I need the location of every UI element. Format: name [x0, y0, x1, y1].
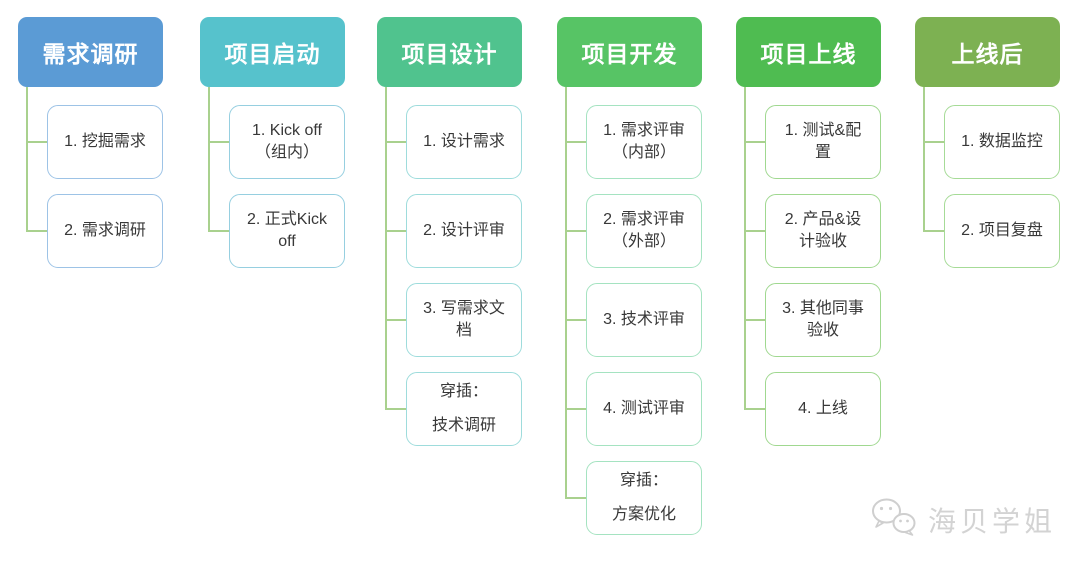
- branch-connector-line: [387, 230, 406, 232]
- stage-header-requirement-research: 需求调研: [18, 17, 163, 87]
- branch-connector-line: [746, 319, 765, 321]
- branch-connector-line: [925, 230, 944, 232]
- task-box: 2. 产品&设 计验收: [765, 194, 881, 268]
- watermark-text: 海贝学姐: [927, 505, 1056, 537]
- column-requirement-research: 需求调研 1. 挖掘需求 2. 需求调研: [18, 17, 163, 562]
- branch-connector-line: [746, 408, 765, 410]
- branch-connector-line: [567, 230, 586, 232]
- task-box: 2. 设计评审: [406, 194, 522, 268]
- stage-header-project-kickoff: 项目启动: [200, 17, 345, 87]
- column-project-development: 项目开发 1. 需求评审 （内部） 2. 需求评审 （外部） 3. 技术评审 4. 测试…: [557, 17, 702, 562]
- branch-connector-line: [210, 230, 229, 232]
- branch-trunk-line: [385, 87, 387, 410]
- branch-trunk-line: [923, 87, 925, 232]
- branch-trunk-line: [744, 87, 746, 410]
- watermark: 海贝学姐: [869, 496, 1056, 543]
- branch-connector-line: [746, 230, 765, 232]
- branch-trunk-line: [26, 87, 28, 232]
- branch-connector-line: [387, 319, 406, 321]
- task-box: 1. Kick off （组内）: [229, 105, 345, 179]
- branch-trunk-line: [208, 87, 210, 232]
- branch-connector-line: [567, 141, 586, 143]
- branch-connector-line: [387, 408, 406, 410]
- task-box: 1. 数据监控: [944, 105, 1060, 179]
- branch-connector-line: [567, 319, 586, 321]
- column-project-design: 项目设计 1. 设计需求 2. 设计评审 3. 写需求文 档穿插： 技术调研: [377, 17, 522, 562]
- task-box: 3. 技术评审: [586, 283, 702, 357]
- task-box: 4. 上线: [765, 372, 881, 446]
- task-box: 3. 写需求文 档: [406, 283, 522, 357]
- task-box: 1. 需求评审 （内部）: [586, 105, 702, 179]
- branch-connector-line: [567, 497, 586, 499]
- column-project-launch: 项目上线 1. 测试&配 置 2. 产品&设 计验收 3. 其他同事 验收 4. 上线: [736, 17, 881, 562]
- task-box: 4. 测试评审: [586, 372, 702, 446]
- branch-connector-line: [28, 230, 47, 232]
- task-box: 穿插： 技术调研: [406, 372, 522, 446]
- branch-connector-line: [567, 408, 586, 410]
- branch-connector-line: [28, 141, 47, 143]
- stage-header-project-development: 项目开发: [557, 17, 702, 87]
- branch-connector-line: [746, 141, 765, 143]
- column-post-launch: 上线后 1. 数据监控 2. 项目复盘: [915, 17, 1060, 562]
- branch-connector-line: [210, 141, 229, 143]
- branch-connector-line: [925, 141, 944, 143]
- branch-connector-line: [387, 141, 406, 143]
- branch-trunk-line: [565, 87, 567, 499]
- stage-header-project-design: 项目设计: [377, 17, 522, 87]
- task-box: 1. 挖掘需求: [47, 105, 163, 179]
- task-box: 2. 需求调研: [47, 194, 163, 268]
- column-project-kickoff: 项目启动 1. Kick off （组内） 2. 正式Kick off: [200, 17, 345, 562]
- wechat-icon: [869, 496, 919, 543]
- task-box: 1. 测试&配 置: [765, 105, 881, 179]
- stage-header-project-launch: 项目上线: [736, 17, 881, 87]
- task-box: 2. 项目复盘: [944, 194, 1060, 268]
- task-box: 3. 其他同事 验收: [765, 283, 881, 357]
- stage-header-post-launch: 上线后: [915, 17, 1060, 87]
- task-box: 2. 正式Kick off: [229, 194, 345, 268]
- task-box: 穿插： 方案优化: [586, 461, 702, 535]
- task-box: 2. 需求评审 （外部）: [586, 194, 702, 268]
- task-box: 1. 设计需求: [406, 105, 522, 179]
